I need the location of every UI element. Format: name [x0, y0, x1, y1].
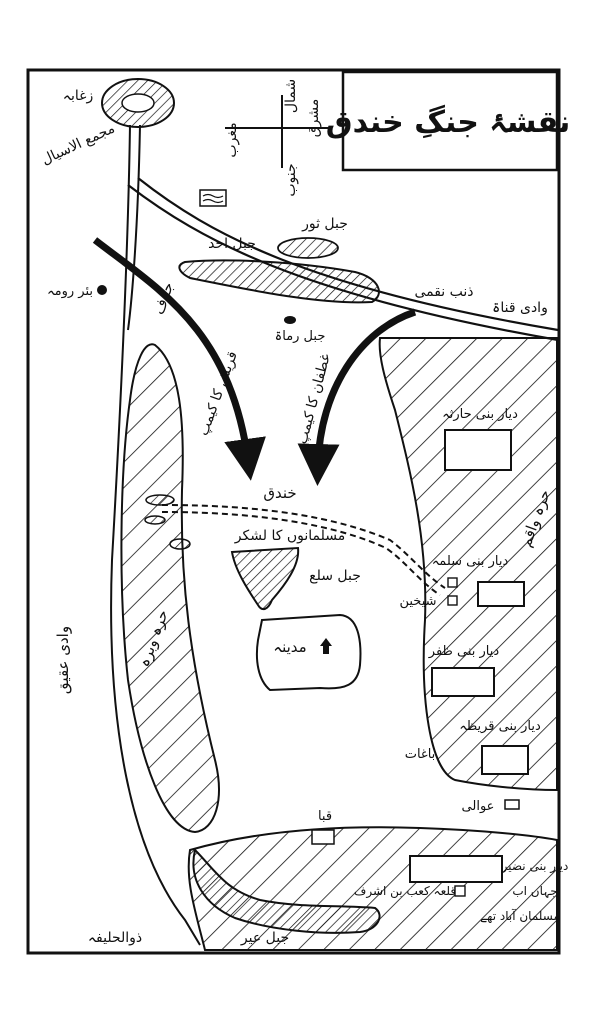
diyar-bani-zafar-box: [431, 667, 495, 697]
label-diyar-bani-qurayza: دیار بنی قریظہ: [459, 719, 541, 734]
quraysh-arrow: [92, 237, 266, 481]
label-baghat: باغات: [405, 747, 436, 762]
jabal-sala: [230, 546, 300, 611]
label-jabal-sala: جبل سلع: [309, 568, 361, 584]
compass-west: مغرب: [224, 122, 240, 157]
madina-boundary: [255, 613, 362, 692]
label-jabal-uhud: جبل احد: [208, 236, 256, 252]
compass-south: جنوب: [283, 163, 299, 196]
compass-north: شمال: [283, 79, 299, 113]
quba-marker: [311, 829, 335, 845]
label-jabal-ayr: جبل عیر: [240, 930, 289, 946]
awali-marker: [504, 799, 520, 810]
diyar-bani-qurayza-box: [481, 745, 529, 775]
label-dhanab-naqmi: ذنب نقمی: [414, 284, 473, 300]
harra-waqim: [378, 337, 558, 792]
label-majma-al-asyal: مجمع الاسیال: [39, 120, 117, 168]
label-quba: قبا: [318, 809, 332, 824]
wadi-qanat-line-2: [137, 177, 559, 332]
hill-2: [144, 515, 166, 525]
hill-3: [169, 538, 191, 550]
label-shaykhayn: شیخین: [399, 594, 436, 609]
label-bir-ruma: بئر رومہ: [47, 284, 93, 299]
label-diyar-bani-haritha: دیار بنی حارثہ: [442, 407, 518, 422]
diyar-bani-haritha-box: [444, 429, 512, 471]
map-title: نقشۂ جنگِ خندق: [326, 104, 570, 140]
hill-1: [145, 494, 175, 506]
compass-east: مشرق: [306, 99, 322, 138]
qila-kaab-marker: [454, 885, 466, 897]
wave-symbol: [199, 189, 227, 207]
label-muslims-settled: مسلمان آباد تھے: [480, 908, 560, 923]
diyar-bani-nadir-box: [409, 855, 503, 883]
ghatafan-arrow: [297, 308, 417, 486]
madina-mosque-icon: [320, 638, 332, 654]
jabal-ayr: [192, 848, 381, 934]
shaykhayn-marker: [447, 577, 458, 606]
label-diyar-bani-zafar: دیار بنی ظفر: [428, 644, 500, 659]
label-zaghaba: زغابہ: [63, 88, 93, 104]
label-madina: مدینہ: [273, 638, 306, 656]
dar-bani-salima-box: [477, 581, 525, 607]
khandaq-trench: [161, 504, 446, 589]
label-dhul-hulayfa: ذوالحلیفہ: [88, 930, 142, 946]
label-khandaq: خندق: [263, 484, 296, 502]
khandaq-trench-2: [161, 511, 441, 596]
wadi-aqiq-line-inner: [127, 124, 141, 331]
map-frame: [26, 68, 561, 955]
label-awali: عوالی: [462, 799, 495, 814]
jabal-uhud: [178, 259, 380, 304]
jabal-thawr: [277, 237, 339, 259]
label-jabal-rumat: جبل رماۃ: [275, 329, 326, 344]
label-dar-bani-salima: دیار بنی سلمہ: [432, 554, 509, 569]
label-jahan-ab: جہاں اب: [512, 884, 557, 898]
label-jabal-thawr: جبل ثور: [301, 216, 348, 232]
harra-wabra: [120, 343, 220, 834]
compass-rose: شمال مشرق مغرب جنوب: [224, 79, 330, 197]
label-qila-kaab: قلعہ کعب بن اشرف: [354, 884, 456, 899]
label-muslim-army: مسلمانوں کا لشکر: [234, 528, 345, 544]
label-wadi-aqiq: وادی عقیق: [54, 626, 72, 694]
bir-ruma-marker: [97, 285, 107, 295]
label-wadi-qanat: وادی قناۃ: [492, 300, 548, 316]
label-diyar-bani-nadir: دیار بنی نضیر: [501, 859, 569, 874]
zaghaba-marker: [101, 78, 175, 128]
title-box: [341, 70, 559, 172]
jabal-rumat-marker: [284, 316, 296, 324]
